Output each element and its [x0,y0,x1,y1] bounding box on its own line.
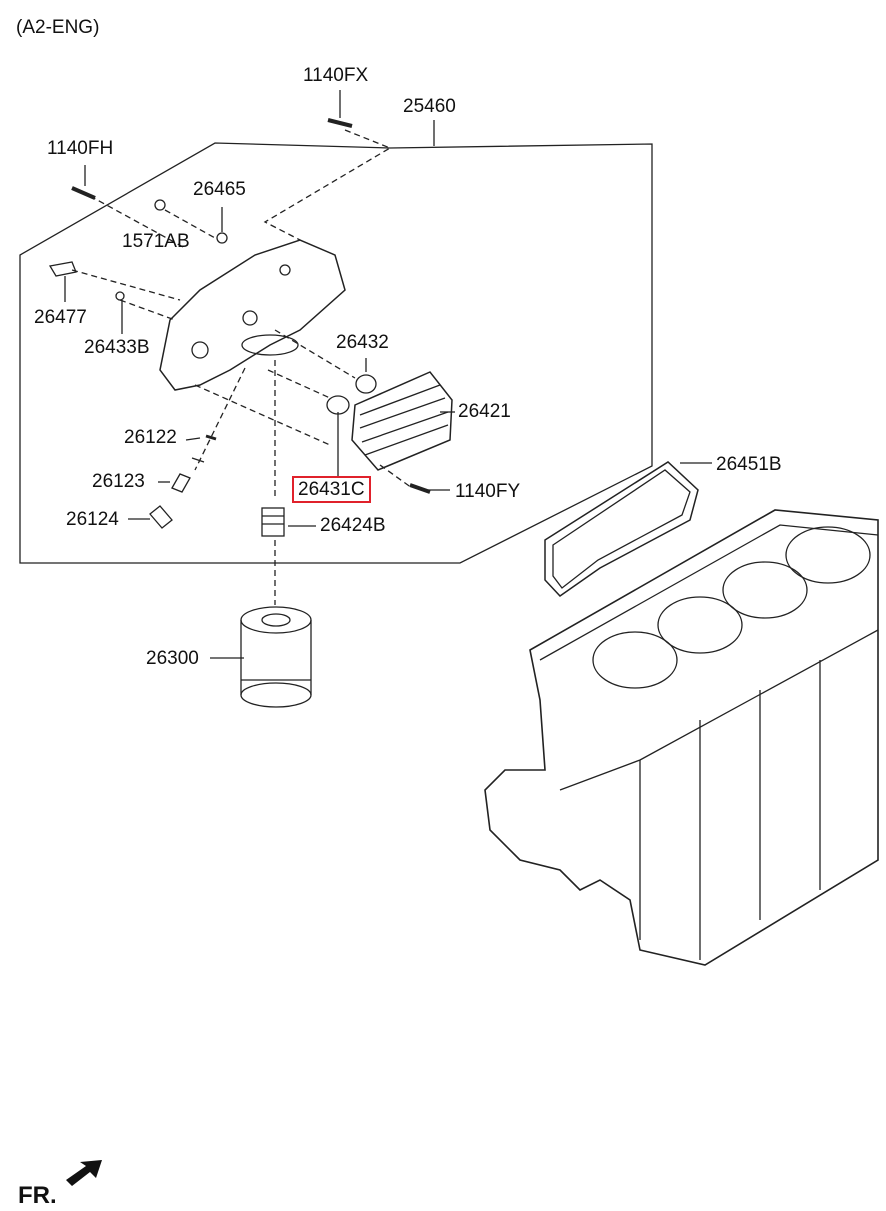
assembly-boundary [19,142,653,564]
part-label-26421[interactable]: 26421 [458,401,511,422]
part-label-26122[interactable]: 26122 [124,427,177,448]
bolt-icon [71,118,431,494]
front-arrow-icon [66,1160,102,1186]
oil-filter [240,606,312,708]
part-label-26300[interactable]: 26300 [146,648,199,669]
part-label-26465[interactable]: 26465 [193,179,246,200]
part-label-1571ab[interactable]: 1571AB [122,231,190,252]
oil-housing [159,239,346,391]
housing-gasket [544,461,699,597]
part-label-26432[interactable]: 26432 [336,332,389,353]
engine-block [484,509,879,966]
engine-variant-label: (A2-ENG) [16,17,100,38]
part-label-25460[interactable]: 25460 [403,96,456,117]
oil-cooler [351,371,453,471]
front-direction-label: FR. [18,1182,57,1209]
part-label-26124[interactable]: 26124 [66,509,119,530]
part-label-1140fx[interactable]: 1140FX [303,65,369,86]
part-label-1140fh[interactable]: 1140FH [47,138,114,159]
part-label-26433b[interactable]: 26433B [84,337,150,358]
part-label-26123[interactable]: 26123 [92,471,145,492]
part-label-1140fy[interactable]: 1140FY [455,481,521,502]
part-label-26477[interactable]: 26477 [34,307,87,328]
part-label-26424b[interactable]: 26424B [320,515,386,536]
part-label-26451b[interactable]: 26451B [716,454,782,475]
part-label-26431c-highlighted[interactable]: 26431C [292,476,371,503]
